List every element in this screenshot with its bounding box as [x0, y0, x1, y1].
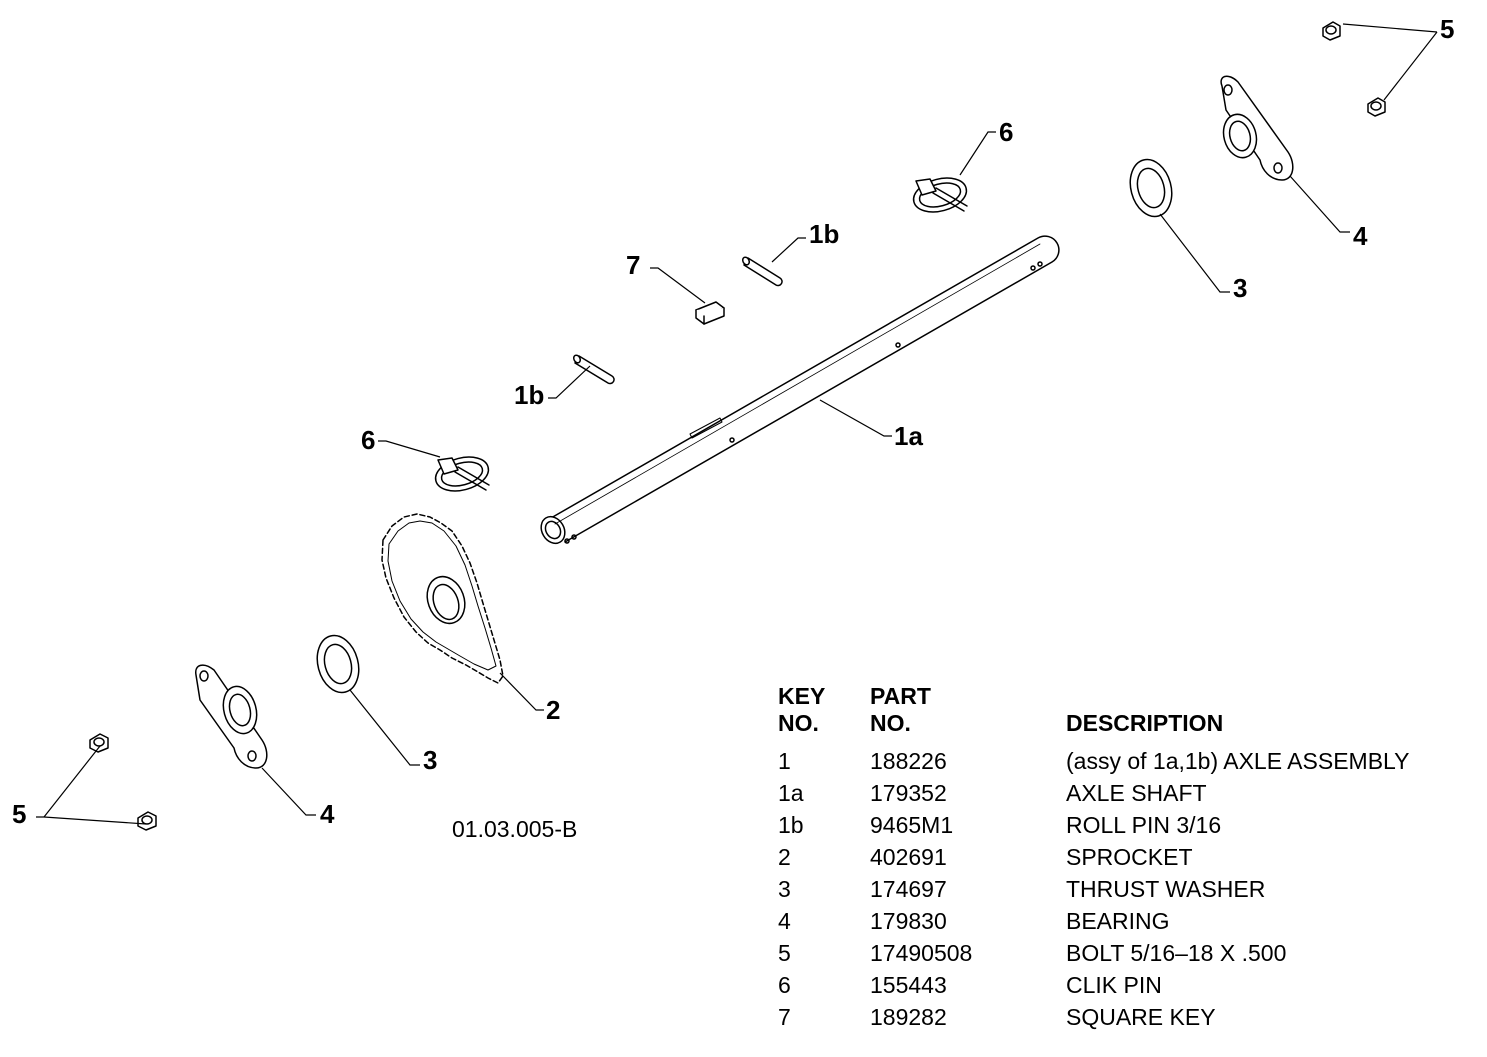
- part-no-cell: 17490508: [870, 940, 973, 966]
- parts-table: KEY NO. PART NO. DESCRIPTION 1 188226 (a…: [778, 683, 1476, 1033]
- callout-1b-top: 1b: [809, 219, 839, 249]
- axle-shaft-drawing: [540, 235, 1060, 545]
- header-description: DESCRIPTION: [1066, 710, 1224, 736]
- part-no-cell: 188226: [870, 748, 947, 774]
- key-no-cell: 4: [778, 908, 791, 934]
- description-cell: SQUARE KEY: [1066, 1004, 1216, 1030]
- header-part-line1: PART: [870, 683, 931, 709]
- description-cell: BOLT 5/16–18 X .500: [1066, 940, 1287, 966]
- description-cell: (assy of 1a,1b) AXLE ASSEMBLY: [1066, 748, 1410, 774]
- table-row: 7 189282 SQUARE KEY: [778, 1001, 1476, 1033]
- table-row: 6 155443 CLIK PIN: [778, 969, 1476, 1001]
- key-no-cell: 6: [778, 972, 791, 998]
- bolt-bottom-1-drawing: [89, 733, 109, 753]
- key-no-cell: 2: [778, 844, 791, 870]
- table-row: 3 174697 THRUST WASHER: [778, 873, 1476, 905]
- callout-2: 2: [546, 695, 560, 725]
- description-cell: SPROCKET: [1066, 844, 1193, 870]
- part-no-cell: 174697: [870, 876, 947, 902]
- table-row: 1b 9465M1 ROLL PIN 3/16: [778, 809, 1476, 841]
- callout-3-top: 3: [1233, 273, 1247, 303]
- part-no-cell: 402691: [870, 844, 947, 870]
- description-cell: BEARING: [1066, 908, 1170, 934]
- callout-labels: 5 6 4 3 1b 7 1b 1a 6 2 3 4 5: [12, 14, 1454, 829]
- key-no-cell: 1a: [778, 780, 804, 806]
- square-key-drawing: [695, 301, 725, 325]
- part-no-cell: 179352: [870, 780, 947, 806]
- header-key-no: KEY NO.: [778, 683, 870, 745]
- key-no-cell: 3: [778, 876, 791, 902]
- roll-pin-top-drawing: [741, 256, 783, 287]
- callout-4-bottom: 4: [320, 799, 335, 829]
- clik-pin-left-drawing: [434, 456, 490, 492]
- table-row: 4 179830 BEARING: [778, 905, 1476, 937]
- key-no-cell: 1: [778, 748, 791, 774]
- callout-6-top: 6: [999, 117, 1013, 147]
- callout-5-bottom: 5: [12, 799, 26, 829]
- key-no-cell: 1b: [778, 812, 804, 838]
- part-no-cell: 155443: [870, 972, 947, 998]
- table-row: 1a 179352 AXLE SHAFT: [778, 777, 1476, 809]
- roll-pin-left-drawing: [572, 354, 615, 385]
- part-no-cell: 9465M1: [870, 812, 954, 838]
- header-key-line2: NO.: [778, 710, 819, 736]
- key-no-cell: 5: [778, 940, 791, 966]
- header-key-line1: KEY: [778, 683, 826, 709]
- callout-1a: 1a: [894, 421, 923, 451]
- description-cell: AXLE SHAFT: [1066, 780, 1207, 806]
- description-cell: THRUST WASHER: [1066, 876, 1266, 902]
- bolt-top-2-drawing: [1367, 97, 1386, 117]
- bearing-bottom-drawing: [195, 664, 268, 769]
- header-part-line2: NO.: [870, 710, 911, 736]
- table-row: 5 17490508 BOLT 5/16–18 X .500: [778, 937, 1476, 969]
- callout-7: 7: [626, 250, 640, 280]
- bearing-top-drawing: [1220, 75, 1294, 181]
- description-cell: CLIK PIN: [1066, 972, 1162, 998]
- callout-5-top: 5: [1440, 14, 1454, 44]
- part-no-cell: 179830: [870, 908, 947, 934]
- clik-pin-top-drawing: [912, 177, 968, 213]
- table-row: 2 402691 SPROCKET: [778, 841, 1476, 873]
- bolt-top-1-drawing: [1322, 21, 1341, 41]
- leader-lines: [36, 23, 1438, 825]
- bolt-bottom-2-drawing: [137, 811, 157, 831]
- parts-table-header: KEY NO. PART NO. DESCRIPTION: [778, 683, 1476, 745]
- callout-1b-left: 1b: [514, 380, 544, 410]
- sprocket-drawing: [381, 513, 504, 684]
- part-no-cell: 189282: [870, 1004, 947, 1030]
- callout-3-bottom: 3: [423, 745, 437, 775]
- table-row: 1 188226 (assy of 1a,1b) AXLE ASSEMBLY: [778, 745, 1476, 777]
- description-cell: ROLL PIN 3/16: [1066, 812, 1222, 838]
- callout-6-left: 6: [361, 425, 375, 455]
- header-part-no: PART NO.: [870, 683, 1066, 745]
- figure-id: 01.03.005-B: [452, 816, 578, 842]
- thrust-washer-bottom-drawing: [316, 634, 360, 694]
- callout-4-top: 4: [1353, 221, 1368, 251]
- thrust-washer-top-drawing: [1129, 158, 1173, 218]
- key-no-cell: 7: [778, 1004, 791, 1030]
